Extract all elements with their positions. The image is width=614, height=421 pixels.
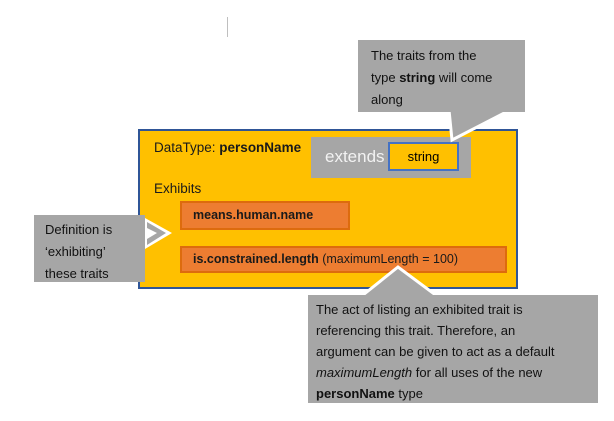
callout-line: ‘exhibiting’ bbox=[45, 244, 106, 259]
extends-box: extends string bbox=[311, 137, 471, 178]
extends-type-box: string bbox=[388, 142, 459, 171]
datatype-label: DataType: bbox=[154, 140, 220, 155]
callout-referencing-trait: The act of listing an exhibited trait is… bbox=[308, 295, 598, 403]
datatype-definition-box: DataType: personName extends string Exhi… bbox=[138, 129, 518, 289]
callout-line: along bbox=[371, 92, 403, 107]
datatype-title: DataType: personName bbox=[154, 140, 301, 155]
trait-means-human-name: means.human.name bbox=[180, 201, 350, 230]
trait-name: means.human.name bbox=[193, 208, 314, 222]
callout-line: type string will come bbox=[371, 70, 493, 85]
callout-line: Definition is bbox=[45, 222, 113, 237]
callout-line: The traits from the bbox=[371, 48, 477, 63]
datatype-name: personName bbox=[219, 140, 302, 155]
trait-args: (maximumLength = 100) bbox=[318, 252, 459, 266]
callout-line: referencing this trait. Therefore, an bbox=[316, 323, 516, 338]
exhibits-label: Exhibits bbox=[154, 181, 202, 196]
callout-line: maximumLength for all uses of the new bbox=[316, 365, 543, 380]
callout-line: personName type bbox=[316, 386, 423, 401]
callout-definition-exhibiting: Definition is ‘exhibiting’ these traits bbox=[34, 215, 145, 282]
callout-line: these traits bbox=[45, 266, 109, 281]
callout-line: The act of listing an exhibited trait is bbox=[316, 302, 523, 317]
callout-traits-come-along: The traits from the type string will com… bbox=[358, 40, 525, 112]
callout-line: argument can be given to act as a defaul… bbox=[316, 344, 555, 359]
stray-cursor-line bbox=[227, 17, 228, 37]
trait-name: is.constrained.length bbox=[193, 252, 319, 266]
extends-label: extends bbox=[325, 147, 385, 166]
trait-is-constrained-length: is.constrained.length (maximumLength = 1… bbox=[180, 246, 507, 273]
